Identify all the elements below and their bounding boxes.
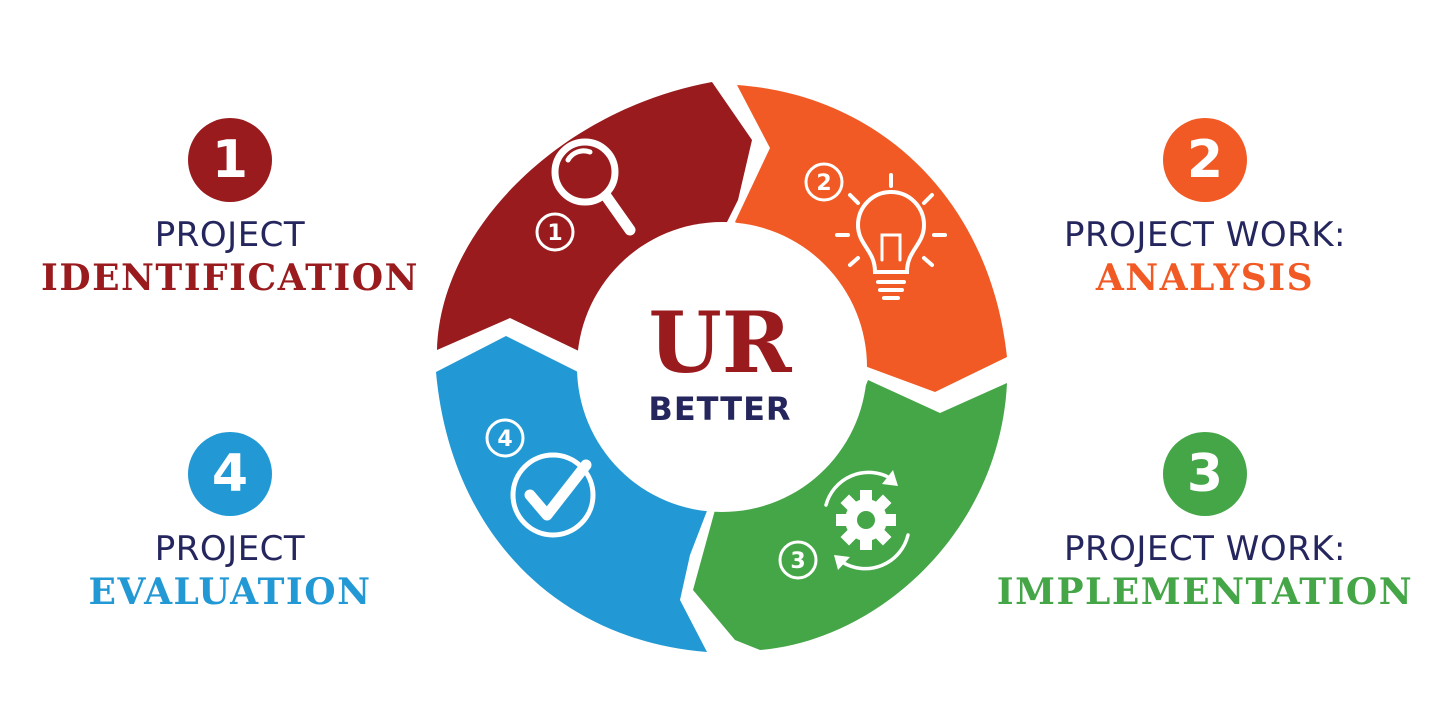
checkmark-icon — [510, 452, 596, 538]
step-line2: IMPLEMENTATION — [996, 571, 1414, 613]
step-line2: ANALYSIS — [1095, 257, 1315, 299]
center-logo: UR — [648, 293, 792, 392]
svg-text:1: 1 — [547, 221, 562, 246]
svg-text:3: 3 — [790, 549, 805, 574]
gear-cycle-icon — [824, 470, 910, 571]
step-line2: IDENTIFICATION — [41, 257, 419, 299]
step-implementation: 3 PROJECT WORK: IMPLEMENTATION — [995, 432, 1415, 614]
segment-number-1: 1 — [535, 212, 575, 252]
center-tagline: BETTER — [648, 390, 791, 428]
step-evaluation: 4 PROJECT EVALUATION — [20, 432, 440, 614]
step-number-badge: 1 — [188, 118, 272, 202]
step-identification: 1 PROJECT IDENTIFICATION — [20, 118, 440, 300]
step-number-badge: 2 — [1163, 118, 1247, 202]
segment-evaluation — [436, 336, 715, 652]
svg-text:2: 2 — [816, 171, 831, 196]
segment-number-2: 2 — [804, 162, 844, 202]
segment-identification — [437, 82, 752, 353]
segment-analysis — [735, 85, 1007, 392]
magnifier-icon — [551, 138, 636, 236]
step-number-badge: 4 — [188, 432, 272, 516]
step-line1: PROJECT — [154, 215, 306, 255]
step-number-badge: 3 — [1163, 432, 1247, 516]
svg-text:4: 4 — [497, 427, 512, 452]
lightbulb-icon — [835, 173, 947, 300]
center-hub — [577, 222, 867, 512]
step-line2: EVALUATION — [88, 571, 372, 613]
step-line1: PROJECT — [154, 529, 306, 569]
segment-number-4: 4 — [485, 418, 525, 458]
step-line1: PROJECT WORK: — [1064, 215, 1346, 255]
segment-number-3: 3 — [778, 540, 818, 580]
step-line1: PROJECT WORK: — [1064, 529, 1346, 569]
step-analysis: 2 PROJECT WORK: ANALYSIS — [995, 118, 1415, 300]
